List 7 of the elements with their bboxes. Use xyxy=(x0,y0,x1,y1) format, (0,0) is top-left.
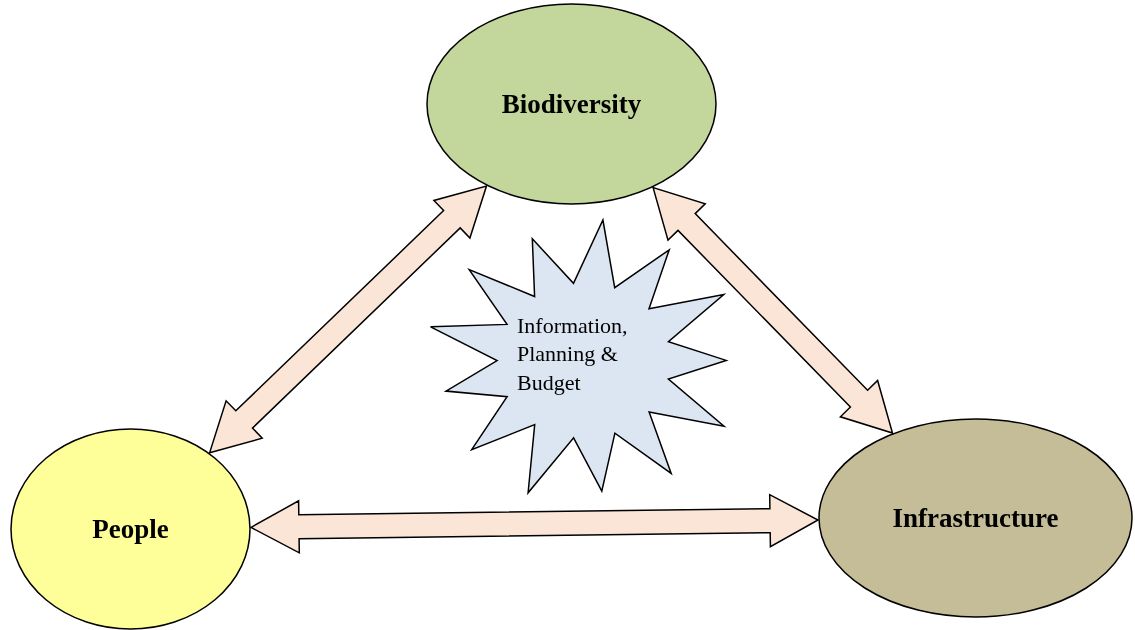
star-label: Information, Planning & Budget xyxy=(517,311,629,398)
block-arrow xyxy=(249,493,820,555)
ellipse-label: Infrastructure xyxy=(891,502,1060,534)
block-arrow xyxy=(208,184,488,454)
ellipse-label: Biodiversity xyxy=(500,88,643,120)
ellipse-label: People xyxy=(91,513,170,545)
block-arrow xyxy=(652,186,894,435)
